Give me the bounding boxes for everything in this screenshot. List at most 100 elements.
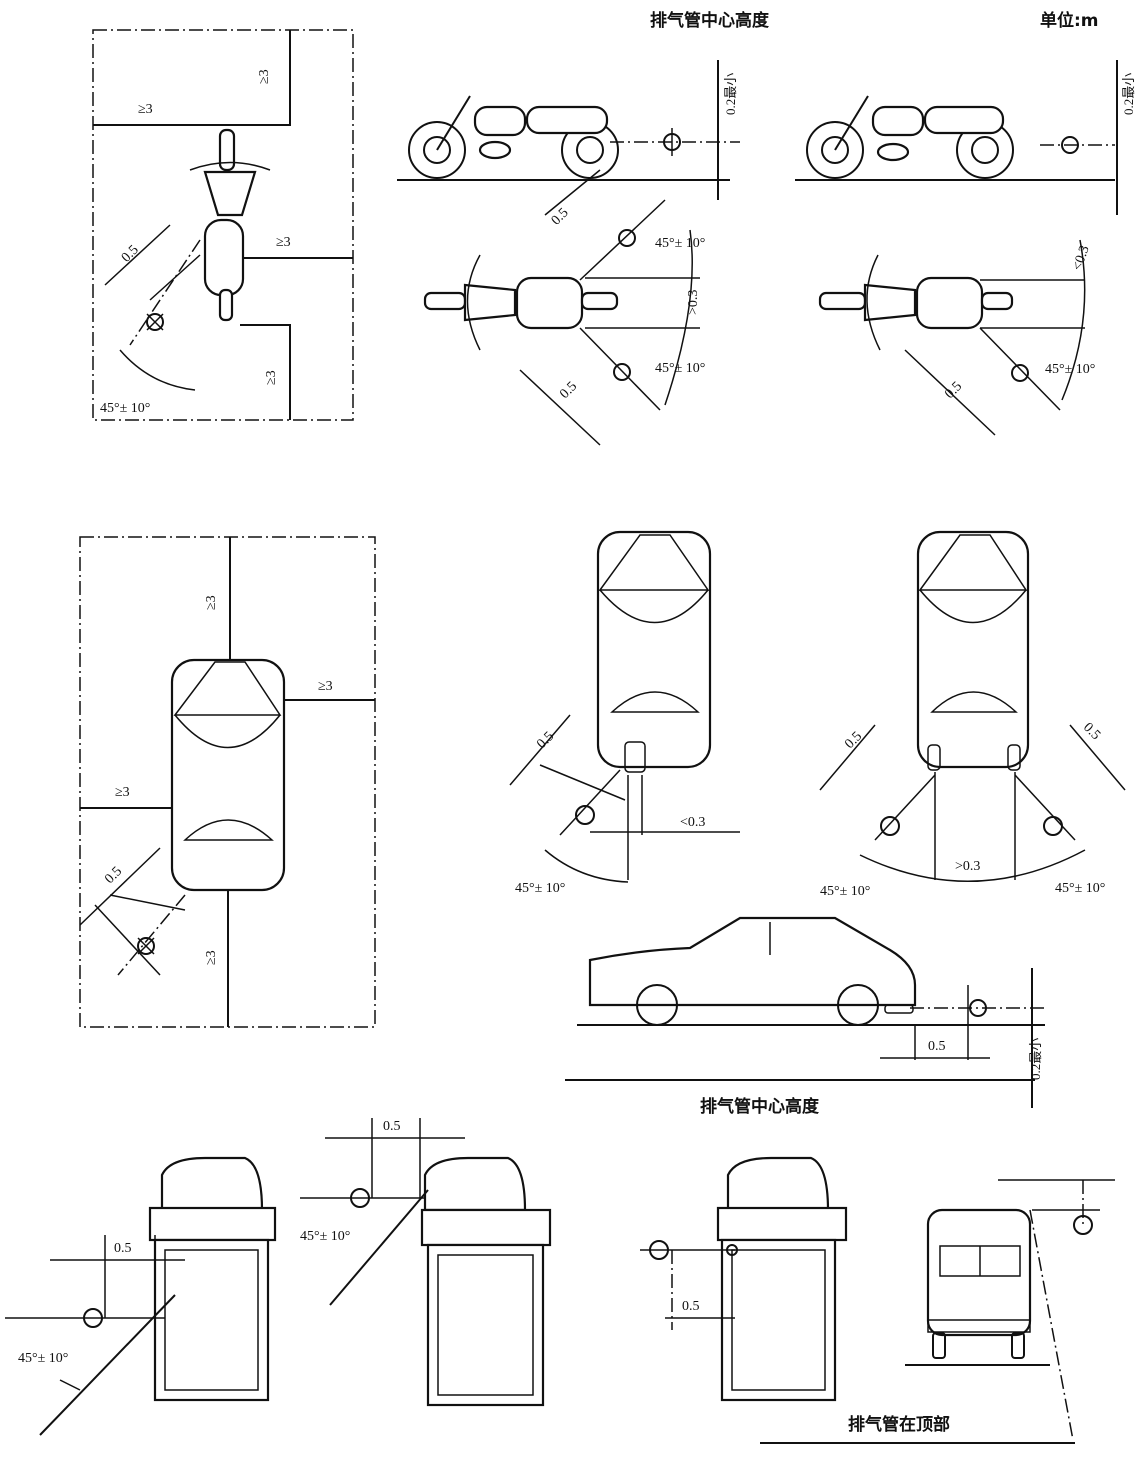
truck-cab: [423, 1156, 527, 1212]
exhaust-axis: [1029, 1209, 1074, 1441]
dim-line: [149, 254, 201, 301]
label-half-m: 0.5: [928, 1039, 946, 1054]
motorcycle-arc: [466, 254, 481, 351]
zone-boundary: [92, 29, 354, 421]
exhaust-target-icon: [575, 805, 595, 825]
label-half-m: 0.5: [119, 243, 142, 266]
exhaust-pipe: [884, 1004, 914, 1014]
angle-arc: [664, 229, 693, 406]
caption-exhaust-height-mid: 排气管中心高度: [700, 1096, 820, 1117]
bus-wheel: [1011, 1332, 1025, 1359]
wheel-hub: [423, 136, 451, 164]
car-windshield: [598, 534, 710, 591]
dim-line: [109, 894, 186, 911]
dim-line: [819, 724, 876, 791]
motorcycle-fairing: [203, 170, 257, 217]
panel-truck-2: 0.5 45°± 10°: [300, 1118, 552, 1407]
panel-motorcycle-side-1: 0.2最小: [397, 60, 740, 200]
bus-wheel: [932, 1332, 946, 1359]
car-rear-window: [610, 691, 700, 713]
car-rear-window: [183, 819, 274, 841]
dim-line: [559, 769, 621, 836]
label-half-m: 0.5: [534, 729, 557, 752]
label-ge3: ≥3: [138, 102, 153, 117]
angle-arc: [544, 849, 629, 883]
car-hood-arc: [599, 589, 709, 624]
caption-exhaust-height-top: 排气管中心高度: [650, 10, 770, 31]
exhaust-axis: [117, 894, 186, 976]
label-ge3: ≥3: [276, 235, 291, 250]
label-ge3: ≥3: [257, 69, 272, 84]
angle-line: [329, 1189, 429, 1306]
car-body-side: [588, 916, 917, 1007]
exhaust-target-icon: [137, 937, 155, 955]
label-angle: 45°± 10°: [1045, 362, 1095, 377]
motorcycle-fairing: [463, 283, 517, 322]
car-hood-arc: [919, 589, 1027, 624]
label-half-m: 0.5: [842, 729, 865, 752]
car-wheel-front: [636, 984, 678, 1026]
truck-cab: [726, 1156, 830, 1212]
label-ge3: ≥3: [264, 370, 279, 385]
panel-car-top-2: 0.5 0.5 >0.3 45°± 10° 45°± 10°: [819, 530, 1126, 899]
truck-box-inner: [731, 1249, 826, 1391]
car-windshield: [918, 534, 1028, 591]
label-ge3: ≥3: [318, 679, 333, 694]
panel-truck-3: 0.5: [640, 1156, 848, 1402]
panel-motorcycle-top-1: 0.5 0.5 45°± 10° 45°± 10° >0.3: [423, 169, 705, 446]
label-angle: 45°± 10°: [820, 884, 870, 899]
label-half-m: 0.5: [1080, 720, 1103, 743]
label-min02: 0.2最小: [723, 73, 738, 115]
exhaust-pipe-icon: [726, 1244, 738, 1256]
bus-body: [926, 1208, 1032, 1337]
exhaust-target-icon: [1011, 364, 1029, 382]
label-angle: 45°± 10°: [100, 401, 150, 416]
motorcycle-arc: [866, 254, 881, 351]
motorcycle-body: [515, 276, 584, 330]
exhaust-target-icon-left: [880, 816, 900, 836]
motorcycle-seat: [525, 105, 609, 135]
label-half-m: 0.5: [557, 379, 580, 402]
motorcycle-tail: [580, 291, 619, 311]
motorcycle-handlebar: [423, 291, 467, 311]
wheel-hub: [576, 136, 604, 164]
angle-arc: [859, 849, 1086, 882]
wheel-front: [408, 121, 466, 179]
angle-line: [979, 327, 1061, 411]
truck-box-inner: [164, 1249, 259, 1391]
dim-line: [544, 169, 601, 216]
angle-line-lower: [579, 327, 661, 411]
label-min02: 0.2最小: [1028, 1038, 1043, 1080]
label-angle: 45°± 10°: [300, 1229, 350, 1244]
motorcycle-tail: [980, 291, 1014, 311]
label-lt03: <0.3: [1070, 244, 1093, 273]
label-angle: 45°± 10°: [515, 881, 565, 896]
exhaust-pipe-right: [1007, 744, 1021, 771]
motorcycle-seat: [923, 105, 1005, 135]
motorcycle-arc: [189, 161, 271, 171]
exhaust-target-icon: [146, 313, 164, 331]
label-gt03: >0.3: [955, 859, 980, 874]
truck-box-inner: [437, 1254, 534, 1396]
unit-label: 单位:m: [1040, 10, 1099, 31]
exhaust-axis: [129, 239, 201, 346]
panel-truck-1: 0.5 45°± 10°: [5, 1156, 277, 1436]
angle-arc: [1061, 239, 1086, 401]
motorcycle-tank: [473, 105, 527, 137]
exhaust-marker-icon: [83, 1308, 103, 1328]
dim-line: [904, 349, 996, 436]
zone-line-rear: [240, 324, 291, 420]
wheel-hub: [971, 136, 999, 164]
label-min02: 0.2最小: [1121, 73, 1136, 115]
truck-box: [426, 1243, 545, 1407]
truck-box: [153, 1238, 270, 1402]
panel-car-side: 0.5 0.2最小: [565, 916, 1045, 1108]
angle-line-upper: [579, 199, 666, 281]
zone-line-front: [93, 30, 291, 126]
exhaust-target-icon: [613, 363, 631, 381]
exhaust-marker-icon: [1073, 1215, 1093, 1235]
panel-motorcycle-side-2: 0.2最小: [795, 60, 1136, 215]
angle-arc: [59, 1379, 81, 1391]
zone-boundary: [79, 536, 376, 1028]
